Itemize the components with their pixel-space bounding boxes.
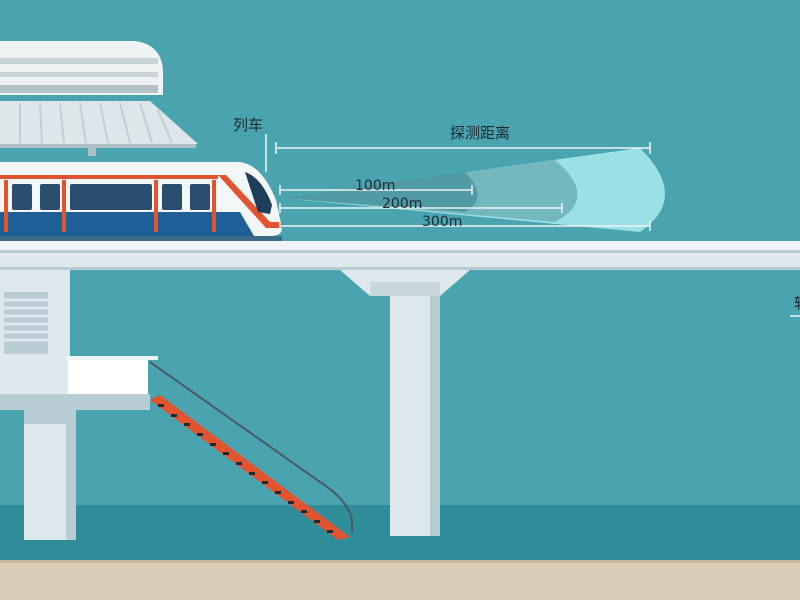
- viaduct-deck: [0, 241, 800, 270]
- range-bar-200m: [279, 203, 563, 213]
- range-label-100m: 100m: [355, 178, 395, 194]
- train-label: 列车: [233, 116, 263, 134]
- range-bar-100m: [279, 185, 473, 195]
- train: [0, 162, 282, 241]
- station-building: [0, 270, 158, 540]
- viaduct-pier: [340, 270, 470, 536]
- detection-distance-bracket: [275, 142, 651, 154]
- range-label-300m: 300m: [422, 214, 462, 230]
- edge-cropped-label: 轨: [794, 294, 800, 312]
- escalator: [149, 361, 353, 540]
- detection-distance-label: 探测距离: [450, 124, 510, 142]
- beam-100m: [280, 172, 478, 212]
- sand-strip: [0, 562, 800, 600]
- range-label-200m: 200m: [382, 196, 422, 212]
- station-roof: [0, 41, 198, 156]
- range-bar-300m: [279, 221, 651, 231]
